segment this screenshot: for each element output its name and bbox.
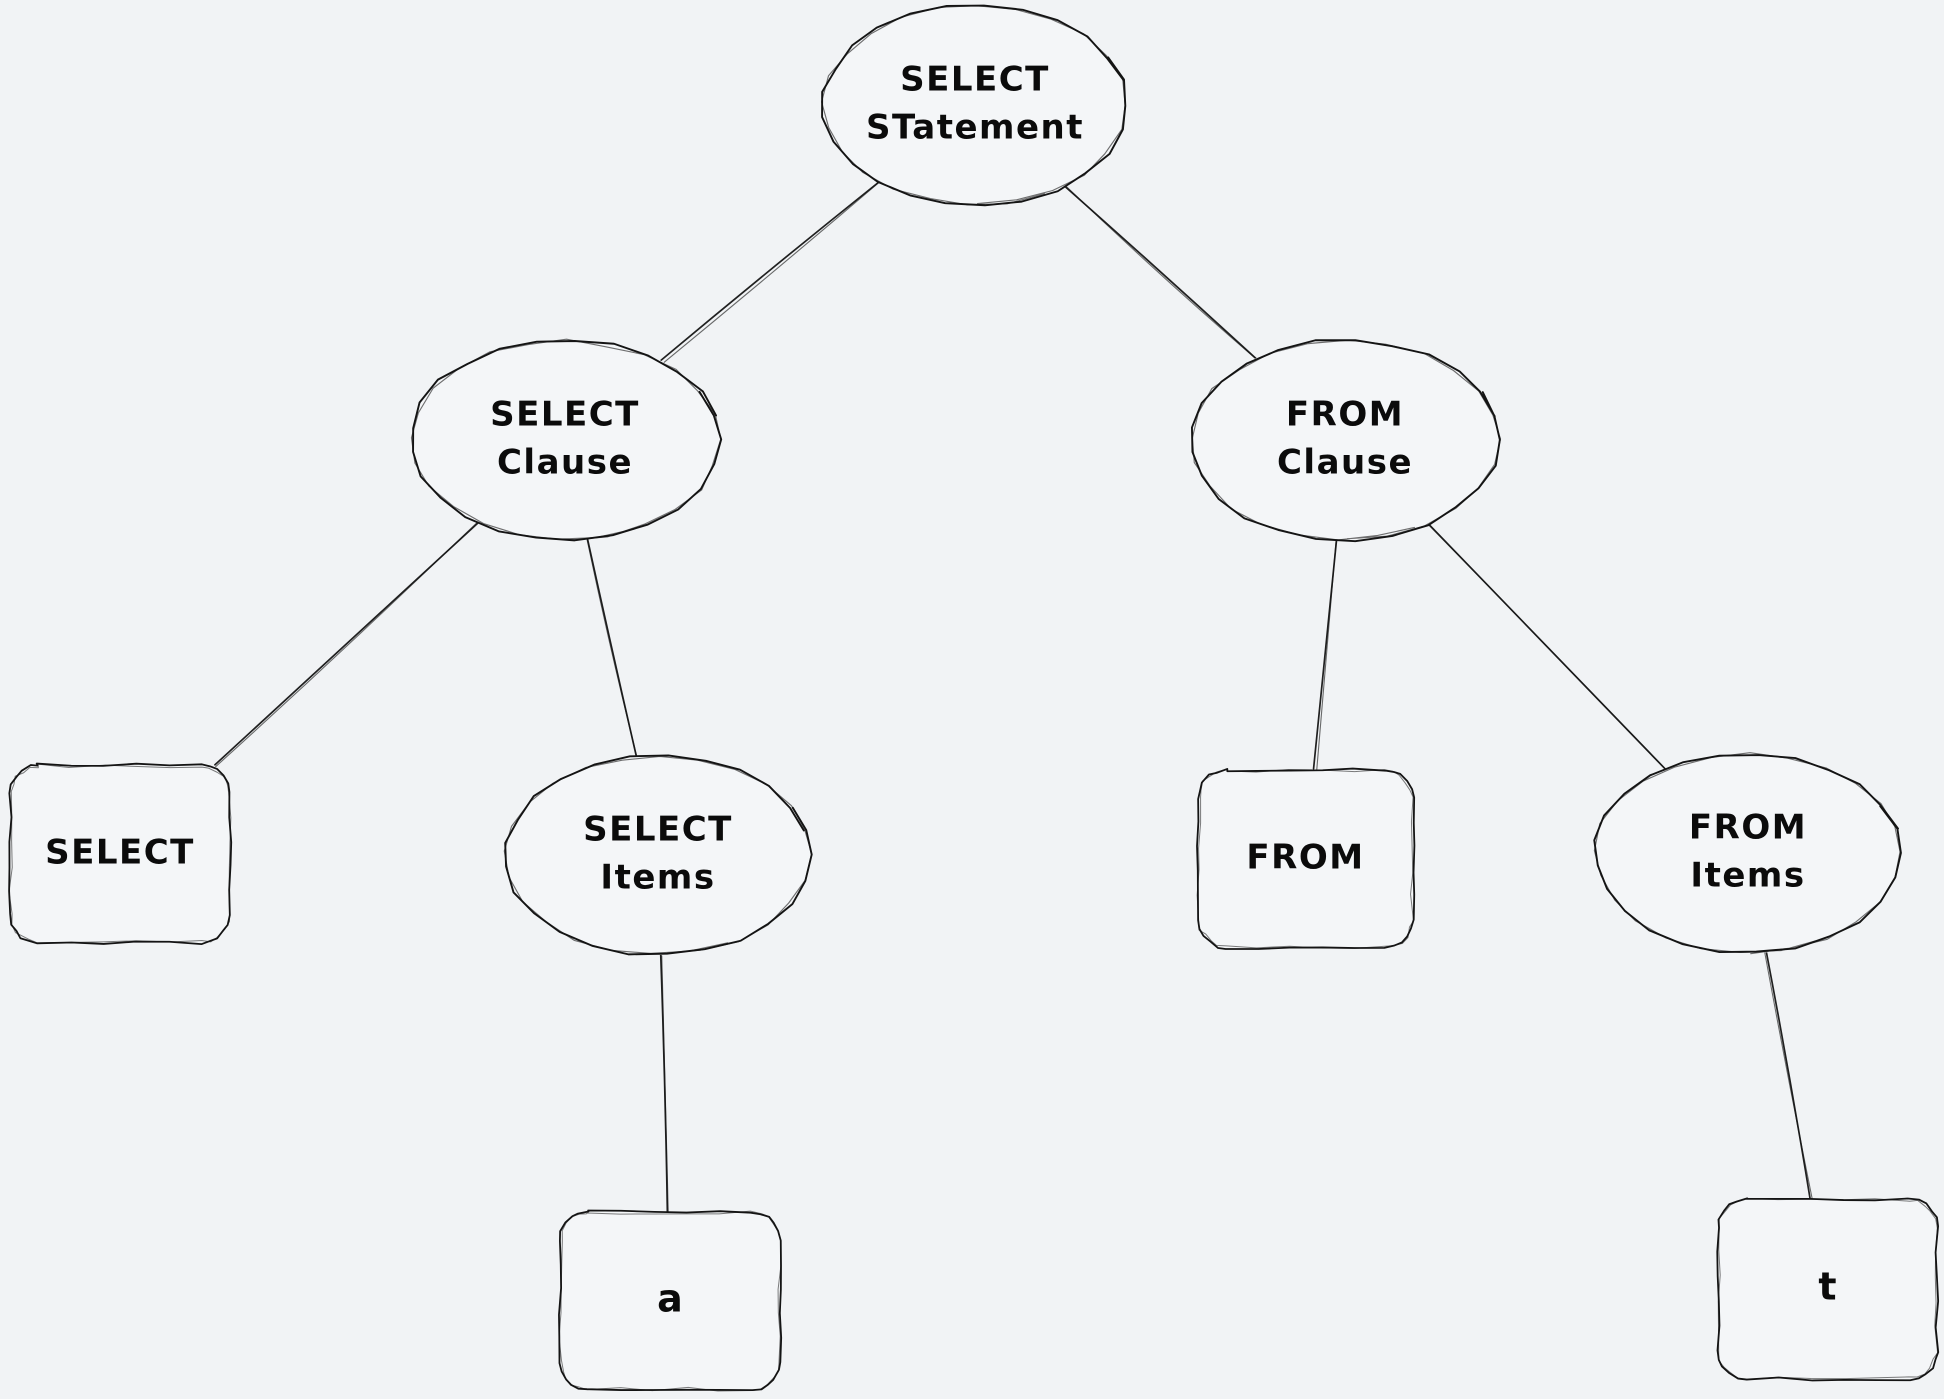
node-outline-stroke-1 — [8, 762, 233, 945]
node-select-clause[interactable]: SELECT Clause — [410, 338, 723, 542]
node-select-items[interactable]: SELECT Items — [503, 754, 813, 956]
node-outline-stroke-2 — [558, 1210, 782, 1392]
node-label-line2: STatement — [866, 108, 1084, 148]
edge-from-clause-to-from-items — [1427, 523, 1667, 771]
edge-select-clause-to-select-items — [586, 536, 638, 759]
node-label-line1: SELECT — [45, 833, 195, 873]
node-outline-stroke-1 — [1716, 1197, 1940, 1382]
node-label-line2: Items — [1690, 856, 1805, 896]
edge-select-statement-to-from-clause — [1064, 184, 1258, 361]
edge-select-statement-to-select-clause — [660, 181, 880, 363]
node-fill — [823, 5, 1127, 205]
edge-select-clause-to-select-terminal — [214, 522, 479, 768]
node-label-line1: SELECT — [490, 395, 640, 435]
node-fill — [10, 765, 230, 943]
node-outline-stroke-2 — [1717, 1197, 1939, 1381]
node-label-line1: SELECT — [583, 810, 733, 850]
nodes-layer: SELECTSTatementSELECTClauseFROMClauseSEL… — [8, 4, 1940, 1392]
edges-layer — [214, 181, 1813, 1214]
node-label-line2: Clause — [497, 443, 633, 483]
edge-from-items-to-t-terminal — [1764, 951, 1813, 1201]
edge-select-items-to-a-terminal — [659, 952, 669, 1214]
node-outline-stroke-2 — [8, 763, 232, 944]
node-outline-stroke-2 — [503, 755, 813, 955]
node-from-terminal[interactable]: FROM — [1196, 767, 1416, 950]
node-select-statement[interactable]: SELECT STatement — [821, 4, 1127, 207]
node-outline-stroke-1 — [1196, 767, 1416, 950]
node-label-line1: t — [1818, 1265, 1836, 1309]
node-select-terminal[interactable]: SELECT — [8, 762, 233, 945]
node-fill — [1198, 770, 1413, 948]
node-label-line1: SELECT — [900, 60, 1050, 100]
node-outline-stroke-1 — [504, 754, 813, 956]
node-label-line1: a — [657, 1277, 683, 1321]
node-label-line2: Clause — [1277, 443, 1413, 483]
node-fill — [1718, 1199, 1937, 1379]
edge-from-clause-to-from-terminal — [1312, 538, 1338, 772]
node-fill — [1190, 340, 1500, 540]
node-fill — [505, 755, 811, 955]
node-label-line1: FROM — [1286, 395, 1404, 435]
node-from-clause[interactable]: FROM Clause — [1190, 339, 1502, 543]
node-outline-stroke-2 — [1196, 768, 1415, 949]
node-outline-stroke-2 — [1593, 752, 1901, 955]
node-from-items[interactable]: FROM Items — [1593, 752, 1902, 955]
node-fill — [560, 1212, 780, 1390]
node-fill — [410, 340, 720, 540]
node-outline-stroke-2 — [410, 338, 722, 541]
node-outline-stroke-2 — [821, 5, 1126, 206]
node-t-terminal[interactable]: t — [1716, 1197, 1940, 1382]
node-label-line2: Items — [600, 858, 715, 898]
node-label-line1: FROM — [1246, 838, 1364, 878]
node-label-line1: FROM — [1689, 808, 1807, 848]
node-a-terminal[interactable]: a — [558, 1209, 783, 1392]
node-fill — [1595, 753, 1901, 953]
node-outline-stroke-2 — [1191, 339, 1502, 541]
